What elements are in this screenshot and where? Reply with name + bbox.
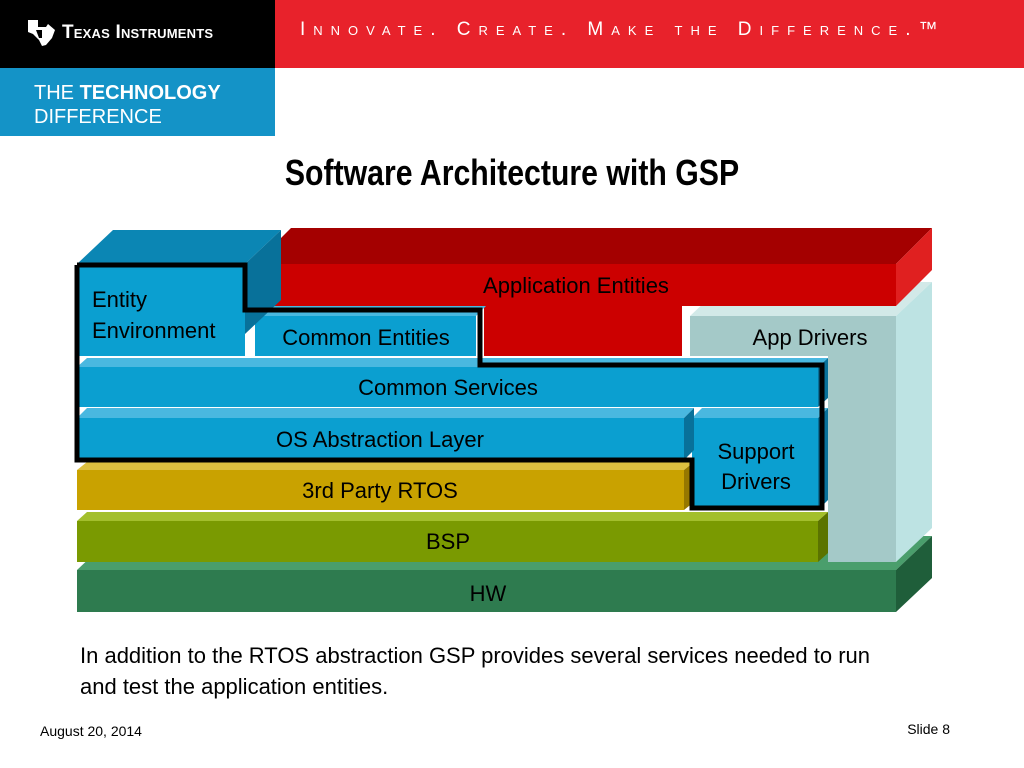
layer-bsp bbox=[77, 512, 828, 562]
layer-rtos bbox=[77, 462, 694, 510]
label-bsp: BSP bbox=[425, 529, 471, 554]
label-common-services: Common Services bbox=[358, 375, 538, 400]
layer-application-entities bbox=[255, 228, 932, 356]
slide-title: Software Architecture with GSP bbox=[284, 152, 740, 193]
label-support-drivers: Support Drivers bbox=[717, 439, 795, 494]
label-application-entities: Application Entities bbox=[483, 273, 669, 298]
slide-date: August 20, 2014 bbox=[40, 723, 142, 739]
layer-os-abstraction bbox=[77, 408, 694, 460]
label-entity-environment: Entity Environment bbox=[92, 287, 216, 343]
technology-difference-box bbox=[0, 68, 275, 136]
label-hw: HW bbox=[469, 581, 507, 606]
slide-number: Slide 8 bbox=[907, 721, 950, 737]
label-common-entities: Common Entities bbox=[282, 325, 450, 350]
label-3rd-party-rtos: 3rd Party RTOS bbox=[302, 478, 458, 503]
architecture-diagram bbox=[74, 228, 932, 612]
tagline: Innovate. Create. Make the Difference.™ bbox=[300, 19, 946, 40]
company-name: Texas Instruments bbox=[62, 22, 214, 43]
texas-state-logo-icon bbox=[28, 20, 55, 46]
tech-line-2: DIFFERENCE bbox=[34, 106, 162, 128]
gsp-boundary-outline bbox=[74, 262, 825, 511]
tagline-bar bbox=[275, 0, 1024, 68]
label-app-drivers: App Drivers bbox=[752, 325, 868, 350]
label-os-abstraction-layer: OS Abstraction Layer bbox=[276, 427, 484, 452]
tech-line-1: THE TECHNOLOGY bbox=[34, 82, 221, 104]
layer-common-services bbox=[77, 358, 828, 407]
slide-caption: In addition to the RTOS abstraction GSP … bbox=[80, 643, 871, 699]
